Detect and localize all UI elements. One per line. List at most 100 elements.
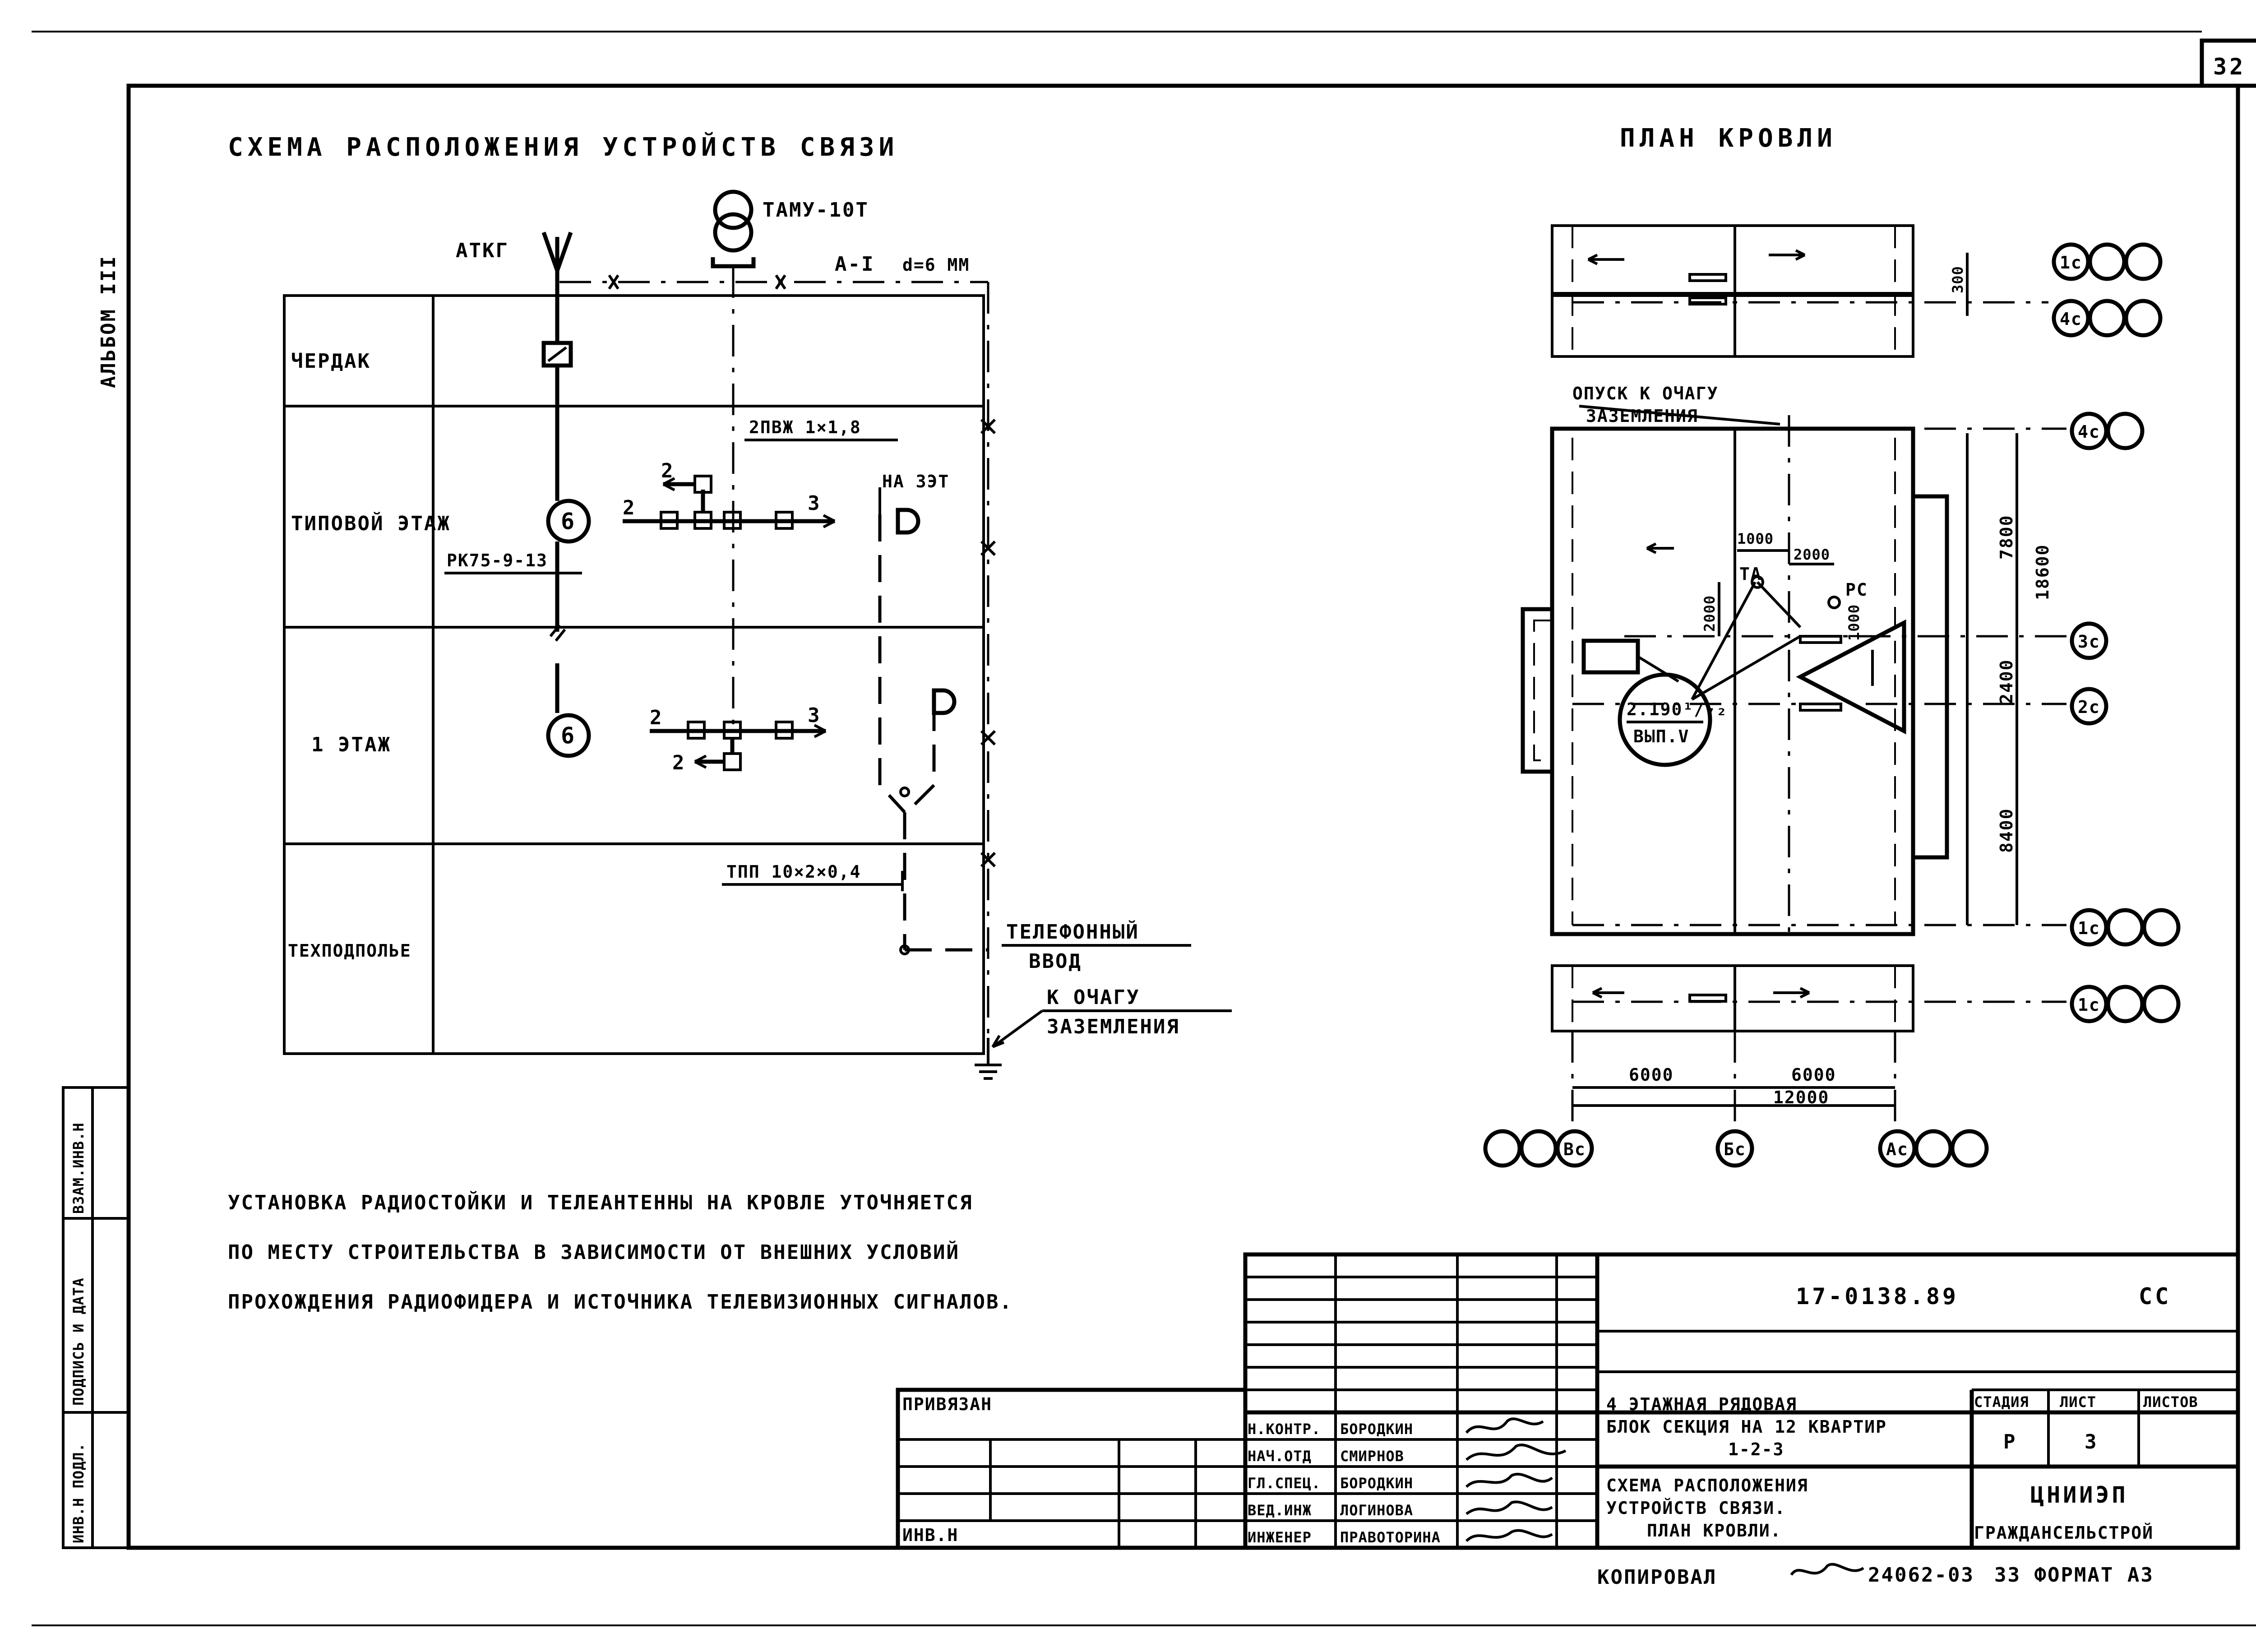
dim-2400: 2400 (1997, 659, 2016, 704)
diameter-label: d=6 ММ (902, 255, 970, 275)
project-line3: 1-2-3 (1728, 1439, 1784, 1459)
floor-label-first: 1 ЭТАЖ (311, 733, 391, 756)
doc-suffix: СС (2139, 1283, 2171, 1310)
dim-300: 300 (1949, 266, 1966, 293)
branch-count-a: 2 (661, 459, 675, 482)
floor-label-attic: ЧЕРДАК (291, 350, 371, 373)
name-2: СМИРНОВ (1340, 1448, 1404, 1465)
dim-12000: 12000 (1773, 1087, 1829, 1107)
role-3: ГЛ.СПЕЦ. (1248, 1475, 1321, 1492)
sheets-header: ЛИСТОВ (2143, 1393, 2198, 1411)
side-stamp (62, 1086, 130, 1549)
sheet-value: 3 (2085, 1430, 2098, 1453)
name-5: ПРАВОТОРИНА (1340, 1529, 1441, 1546)
stage-value: Р (2003, 1430, 2017, 1453)
album-label: АЛЬБОМ III (97, 255, 120, 388)
branch-count-e: 3 (808, 704, 821, 727)
footer-copied: КОПИРОВАЛ (1597, 1566, 1717, 1589)
org-line2: ГРАЖДАНСЕЛЬСТРОЙ (1974, 1523, 2154, 1543)
cable-rk-label: РК75-9-13 (447, 551, 548, 570)
dim-2000-a: 2000 (1794, 546, 1830, 563)
footer-format: 33 ФОРМАТ А3 (1994, 1564, 2154, 1587)
role-5: ИНЖЕНЕР (1248, 1529, 1312, 1546)
distribution-typical (623, 475, 836, 530)
axis-right-5: 2с (2078, 697, 2100, 717)
role-4: ВЕД.ИНЖ (1248, 1502, 1312, 1519)
phone-input-line1: ТЕЛЕФОННЫЙ (1006, 920, 1139, 944)
ref-label-line1: 2.190¹/₇₂ (1627, 699, 1728, 719)
name-1: БОРОДКИН (1340, 1421, 1413, 1438)
stamp-inv-podl: ИНВ.Н ПОДЛ. (70, 1443, 87, 1543)
floor-label-basement: ТЕХПОДПОЛЬЕ (288, 941, 411, 961)
phone-input-line2: ВВОД (1029, 950, 1082, 973)
axis-markers-right (2052, 242, 2181, 1023)
dim-6000-a: 6000 (1629, 1065, 1674, 1085)
dim-1000-b: 1000 (1845, 604, 1863, 641)
sheet-title-line1: СХЕМА РАСПОЛОЖЕНИЯ (1606, 1476, 1808, 1495)
axis-right-3: 4с (2078, 422, 2100, 442)
note-line3: ПРОХОЖДЕНИЯ РАДИОФИДЕРА И ИСТОЧНИКА ТЕЛЕ… (228, 1291, 1013, 1314)
axis-right-4: 3с (2078, 632, 2100, 652)
riser-number-first: 6 (561, 722, 577, 749)
branch-count-c: 3 (808, 492, 821, 515)
to-ground-line1: К ОЧАГУ (1047, 986, 1140, 1009)
descent-label-line1: ОПУСК К ОЧАГУ (1572, 384, 1718, 403)
mark-rs: РС (1845, 580, 1868, 600)
distribution-first (650, 721, 827, 771)
stamp-vzam-inv: ВЗАМ.ИНВ.Н (70, 1122, 87, 1214)
axis-right-1: 1с (2060, 253, 2082, 273)
dim-7800: 7800 (1997, 514, 2016, 560)
axis-right-6: 1с (2078, 918, 2100, 938)
mark-ta: ТА (1739, 564, 1762, 584)
antenna-label: АТКГ (456, 239, 509, 262)
descent-label-line2: ЗАЗЕМЛЕНИЯ (1586, 406, 1698, 426)
branch-count-f: 2 (672, 751, 686, 774)
axis-right-2: 4с (2060, 309, 2082, 329)
role-1: Н.КОНТР. (1248, 1421, 1321, 1438)
sheet-header: ЛИСТ (2060, 1393, 2096, 1411)
floor-label-typical: ТИПОВОЙ ЭТАЖ (291, 511, 451, 535)
dim-6000-b: 6000 (1791, 1065, 1836, 1085)
axis-bottom-b: Бс (1724, 1139, 1746, 1159)
dim-2000-b: 2000 (1701, 595, 1718, 632)
scheme-title: СХЕМА РАСПОЛОЖЕНИЯ УСТРОЙСТВ СВЯЗИ (228, 132, 898, 162)
footer-signature (1790, 1563, 1864, 1576)
title-block-grid (896, 1252, 2240, 1550)
roof-plan-title: ПЛАН КРОВЛИ (1620, 124, 1837, 153)
axis-markers-bottom (1483, 1129, 1989, 1168)
sheet-title-line2: УСТРОЙСТВ СВЯЗИ. (1606, 1498, 1786, 1518)
cable-pvzh-label: 2ПВЖ 1×1,8 (749, 417, 861, 437)
roof-plan-drawing (1521, 224, 2066, 1128)
antenna-icon (541, 231, 573, 713)
dim-1000-a: 1000 (1737, 530, 1774, 547)
name-3: БОРОДКИН (1340, 1475, 1413, 1492)
project-line2: БЛОК СЕКЦИЯ НА 12 КВАРТИР (1606, 1417, 1887, 1437)
to-floor-label: НА 3ЭТ (882, 472, 949, 491)
inv-label: ИНВ.Н (902, 1525, 958, 1545)
project-line1: 4 ЭТАЖНАЯ РЯДОВАЯ (1606, 1394, 1797, 1414)
cable-tpp-label: ТПП 10×2×0,4 (726, 862, 861, 882)
to-ground-line2: ЗАЗЕМЛЕНИЯ (1047, 1015, 1180, 1038)
riser-number-typical: 6 (561, 508, 577, 534)
dim-18600: 18600 (2033, 544, 2053, 600)
attached-label: ПРИВЯЗАН (902, 1394, 992, 1414)
wire-line (559, 274, 1002, 1080)
stamp-signature-date: ПОДПИСЬ И ДАТА (70, 1277, 87, 1406)
branch-count-d: 2 (650, 706, 663, 729)
org-line1: ЦНИИЭП (2030, 1482, 2128, 1508)
role-2: НАЧ.ОТД (1248, 1448, 1312, 1465)
telephone-line (878, 487, 988, 955)
doc-code: 17-0138.89 (1796, 1283, 1959, 1310)
axis-bottom-a: Ас (1886, 1139, 1909, 1159)
riser-circle-first (546, 713, 591, 758)
sheet-frame (32, 31, 2256, 1626)
ref-label-line2: ВЫП.V (1633, 727, 1689, 746)
transformer-icon (711, 190, 756, 727)
dim-8400: 8400 (1997, 808, 2016, 853)
riser-circle-typical (546, 499, 591, 544)
floor-table (283, 294, 985, 1055)
axis-bottom-v: Вс (1563, 1139, 1586, 1159)
branch-count-b: 2 (623, 496, 636, 519)
transformer-label: ТАМУ-10Т (763, 199, 869, 222)
